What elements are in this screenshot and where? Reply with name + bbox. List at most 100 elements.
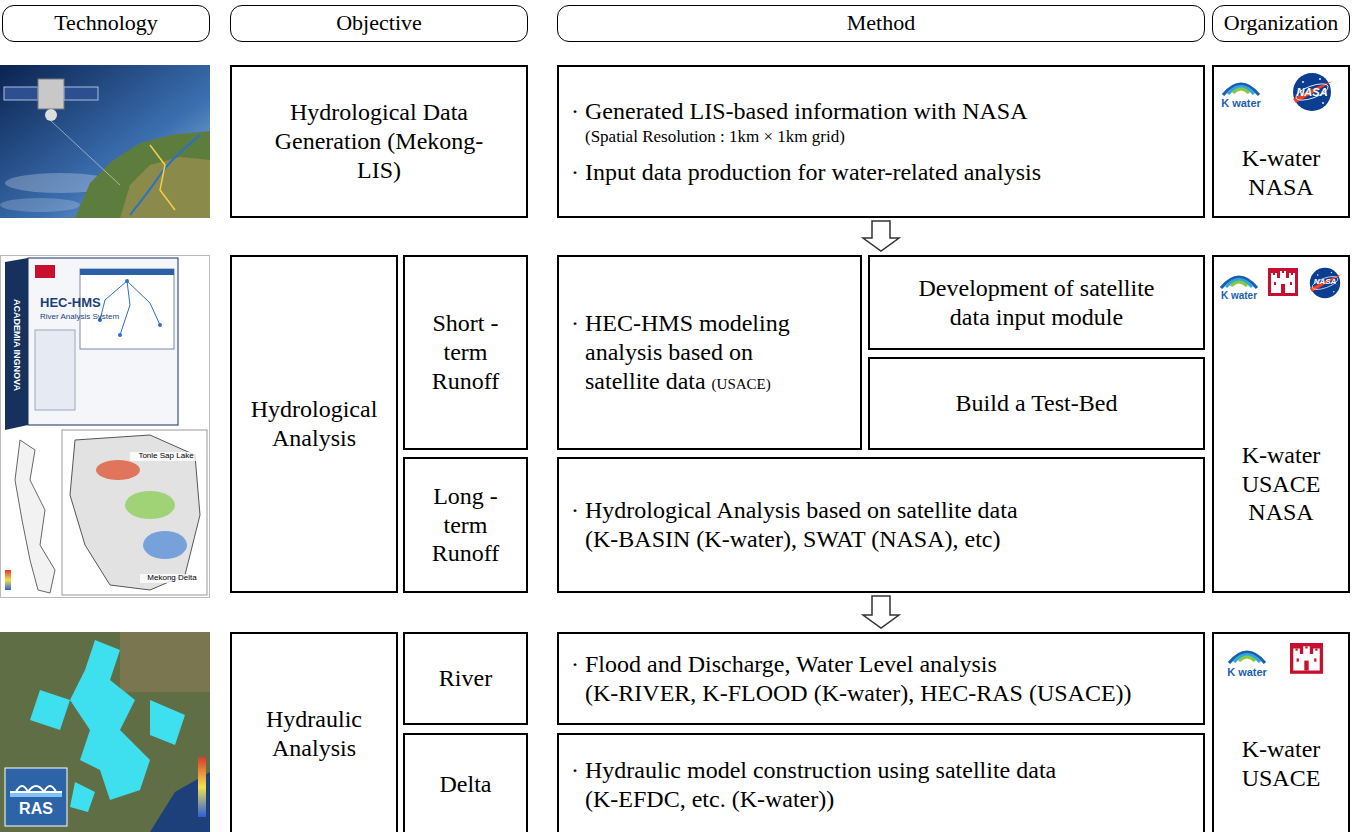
- software-illustration: [35, 330, 75, 410]
- text-wrap: Delta: [416, 770, 516, 799]
- node-text: (Spatial Resolution : 1km × 1km grid): [585, 127, 1185, 147]
- flow-arrow: [863, 596, 899, 628]
- text-wrap: Hydrological Data Generation (Mekong-LIS…: [264, 98, 494, 184]
- satellite-illustration: [150, 145, 175, 210]
- node-text: Technology: [8, 10, 204, 36]
- method-box: · Hydraulic model construction using sat…: [557, 733, 1205, 832]
- text-wrap: K-water USACE: [1226, 735, 1336, 793]
- text-wrap: Objective: [236, 10, 522, 36]
- text-wrap: Build a Test-Bed: [902, 389, 1172, 418]
- node-text: K-water NASA: [1226, 144, 1336, 202]
- satellite-illustration: [51, 121, 120, 185]
- node-text: (K-RIVER, K-FLOOD (K-water), HEC-RAS (US…: [585, 679, 1185, 708]
- node-text: · Hydrological Analysis based on satelli…: [571, 496, 1185, 525]
- satellite-illustration: [45, 109, 57, 121]
- software-illustration: [100, 281, 160, 335]
- node-text: Objective: [236, 10, 522, 36]
- method-box: · Generated LIS-based information with N…: [557, 65, 1205, 218]
- software-illustration: [143, 531, 187, 559]
- screenshot-text: ACADEMIA INGNOVA: [11, 265, 21, 425]
- text-wrap: · Hydrological Analysis based on satelli…: [571, 496, 1185, 554]
- software-illustration: [1, 256, 210, 598]
- text-wrap: River: [416, 664, 516, 693]
- text-wrap: · Generated LIS-based information with N…: [571, 97, 1185, 187]
- method-box: · Flood and Discharge, Water Level analy…: [557, 632, 1205, 725]
- flood-map-illustration: [0, 632, 210, 832]
- objective-box: Build a Test-Bed: [868, 357, 1205, 450]
- flood-map-illustration: [30, 690, 70, 730]
- sub-objective-box: Delta: [403, 733, 528, 832]
- objective-box: Hydrological Analysis: [230, 255, 398, 593]
- organization-logos: [1310, 268, 1342, 298]
- software-illustration: [80, 269, 174, 275]
- satellite-illustration: [0, 65, 210, 218]
- sub-objective-box: Long -term Runoff: [403, 457, 528, 593]
- organization-logos: [1221, 277, 1257, 288]
- method-box: · HEC-HMS modeling analysis based on sat…: [557, 255, 862, 450]
- flood-map-illustration: [198, 757, 206, 817]
- node-text: · Flood and Discharge, Water Level analy…: [571, 650, 1185, 679]
- organization-box: K-water USACE NASA: [1212, 255, 1350, 593]
- organization-box: K-water USACE: [1212, 632, 1350, 832]
- flood-map-illustration: [10, 793, 62, 797]
- organization-logos: [1290, 643, 1323, 674]
- logo-text: K water: [1214, 290, 1264, 301]
- sub-objective-box: River: [403, 632, 528, 725]
- node-text: · Generated LIS-based information with N…: [571, 97, 1185, 126]
- satellite-illustration: [0, 65, 210, 218]
- software-illustration: [15, 440, 55, 593]
- software-illustration: [1, 256, 210, 598]
- node-text: (K-BASIN (K-water), SWAT (NASA), etc): [585, 525, 1185, 554]
- screenshot-text: HEC-HMS: [40, 296, 150, 310]
- text-wrap: K-water USACE NASA: [1226, 441, 1336, 527]
- text-wrap: · Hydraulic model construction using sat…: [571, 756, 1185, 814]
- node-text: · Input data production for water-relate…: [571, 158, 1185, 187]
- text-wrap: Short -term Runoff: [426, 309, 506, 395]
- flow-arrow: [863, 221, 899, 251]
- text-wrap: Organization: [1218, 10, 1344, 36]
- satellite-illustration: [75, 131, 210, 218]
- software-illustration: [28, 258, 178, 425]
- flood-map-illustration: [70, 640, 150, 800]
- text-wrap: · Flood and Discharge, Water Level analy…: [571, 650, 1185, 708]
- screenshot-text: Tonle Sap Lake: [130, 452, 202, 461]
- node-text: Hydraulic Analysis: [239, 705, 389, 763]
- node-text: (K-EFDC, etc. (K-water)): [585, 785, 1185, 814]
- flood-map-illustration: [5, 768, 67, 826]
- text-wrap: · HEC-HMS modeling analysis based on sat…: [571, 309, 815, 395]
- flood-map-illustration: [10, 786, 62, 792]
- software-illustration: [125, 491, 175, 519]
- software-illustration: [62, 430, 207, 595]
- logo-text: K water: [1222, 666, 1272, 678]
- screenshot-text: Mekong Delta: [140, 574, 204, 583]
- logo-text: K water: [1216, 97, 1266, 109]
- software-illustration: [158, 323, 162, 327]
- node-text: Long -term Runoff: [426, 482, 506, 568]
- satellite-illustration: [38, 79, 64, 109]
- node-text: River: [416, 664, 516, 693]
- flood-map-illustration: [120, 632, 210, 692]
- node-text: Hydrological Analysis: [239, 395, 389, 453]
- organization-logos: [1268, 268, 1298, 296]
- column-header: Objective: [230, 5, 528, 42]
- text-wrap: Method: [563, 10, 1199, 36]
- method-box: · Hydrological Analysis based on satelli…: [557, 457, 1205, 593]
- organization-logos: [1293, 73, 1333, 111]
- node-text: Hydrological Data Generation (Mekong-LIS…: [264, 98, 494, 184]
- text-wrap: Hydraulic Analysis: [239, 705, 389, 763]
- node-text: Organization: [1218, 10, 1344, 36]
- node-text: K-water USACE: [1226, 735, 1336, 793]
- node-text: Development of satellite data input modu…: [902, 274, 1172, 332]
- screenshot-text: RAS: [10, 800, 62, 818]
- organization-logos: [1221, 73, 1342, 674]
- text-wrap: K-water NASA: [1226, 144, 1336, 202]
- text-wrap: Long -term Runoff: [426, 482, 506, 568]
- sub-objective-box: Short -term Runoff: [403, 255, 528, 450]
- objective-box: Hydraulic Analysis: [230, 632, 398, 832]
- node-text: Delta: [416, 770, 516, 799]
- objective-box: Hydrological Data Generation (Mekong-LIS…: [230, 65, 528, 218]
- logo-text: NASA: [1310, 278, 1340, 287]
- node-text: K-water USACE NASA: [1226, 441, 1336, 527]
- text-wrap: Hydrological Analysis: [239, 395, 389, 453]
